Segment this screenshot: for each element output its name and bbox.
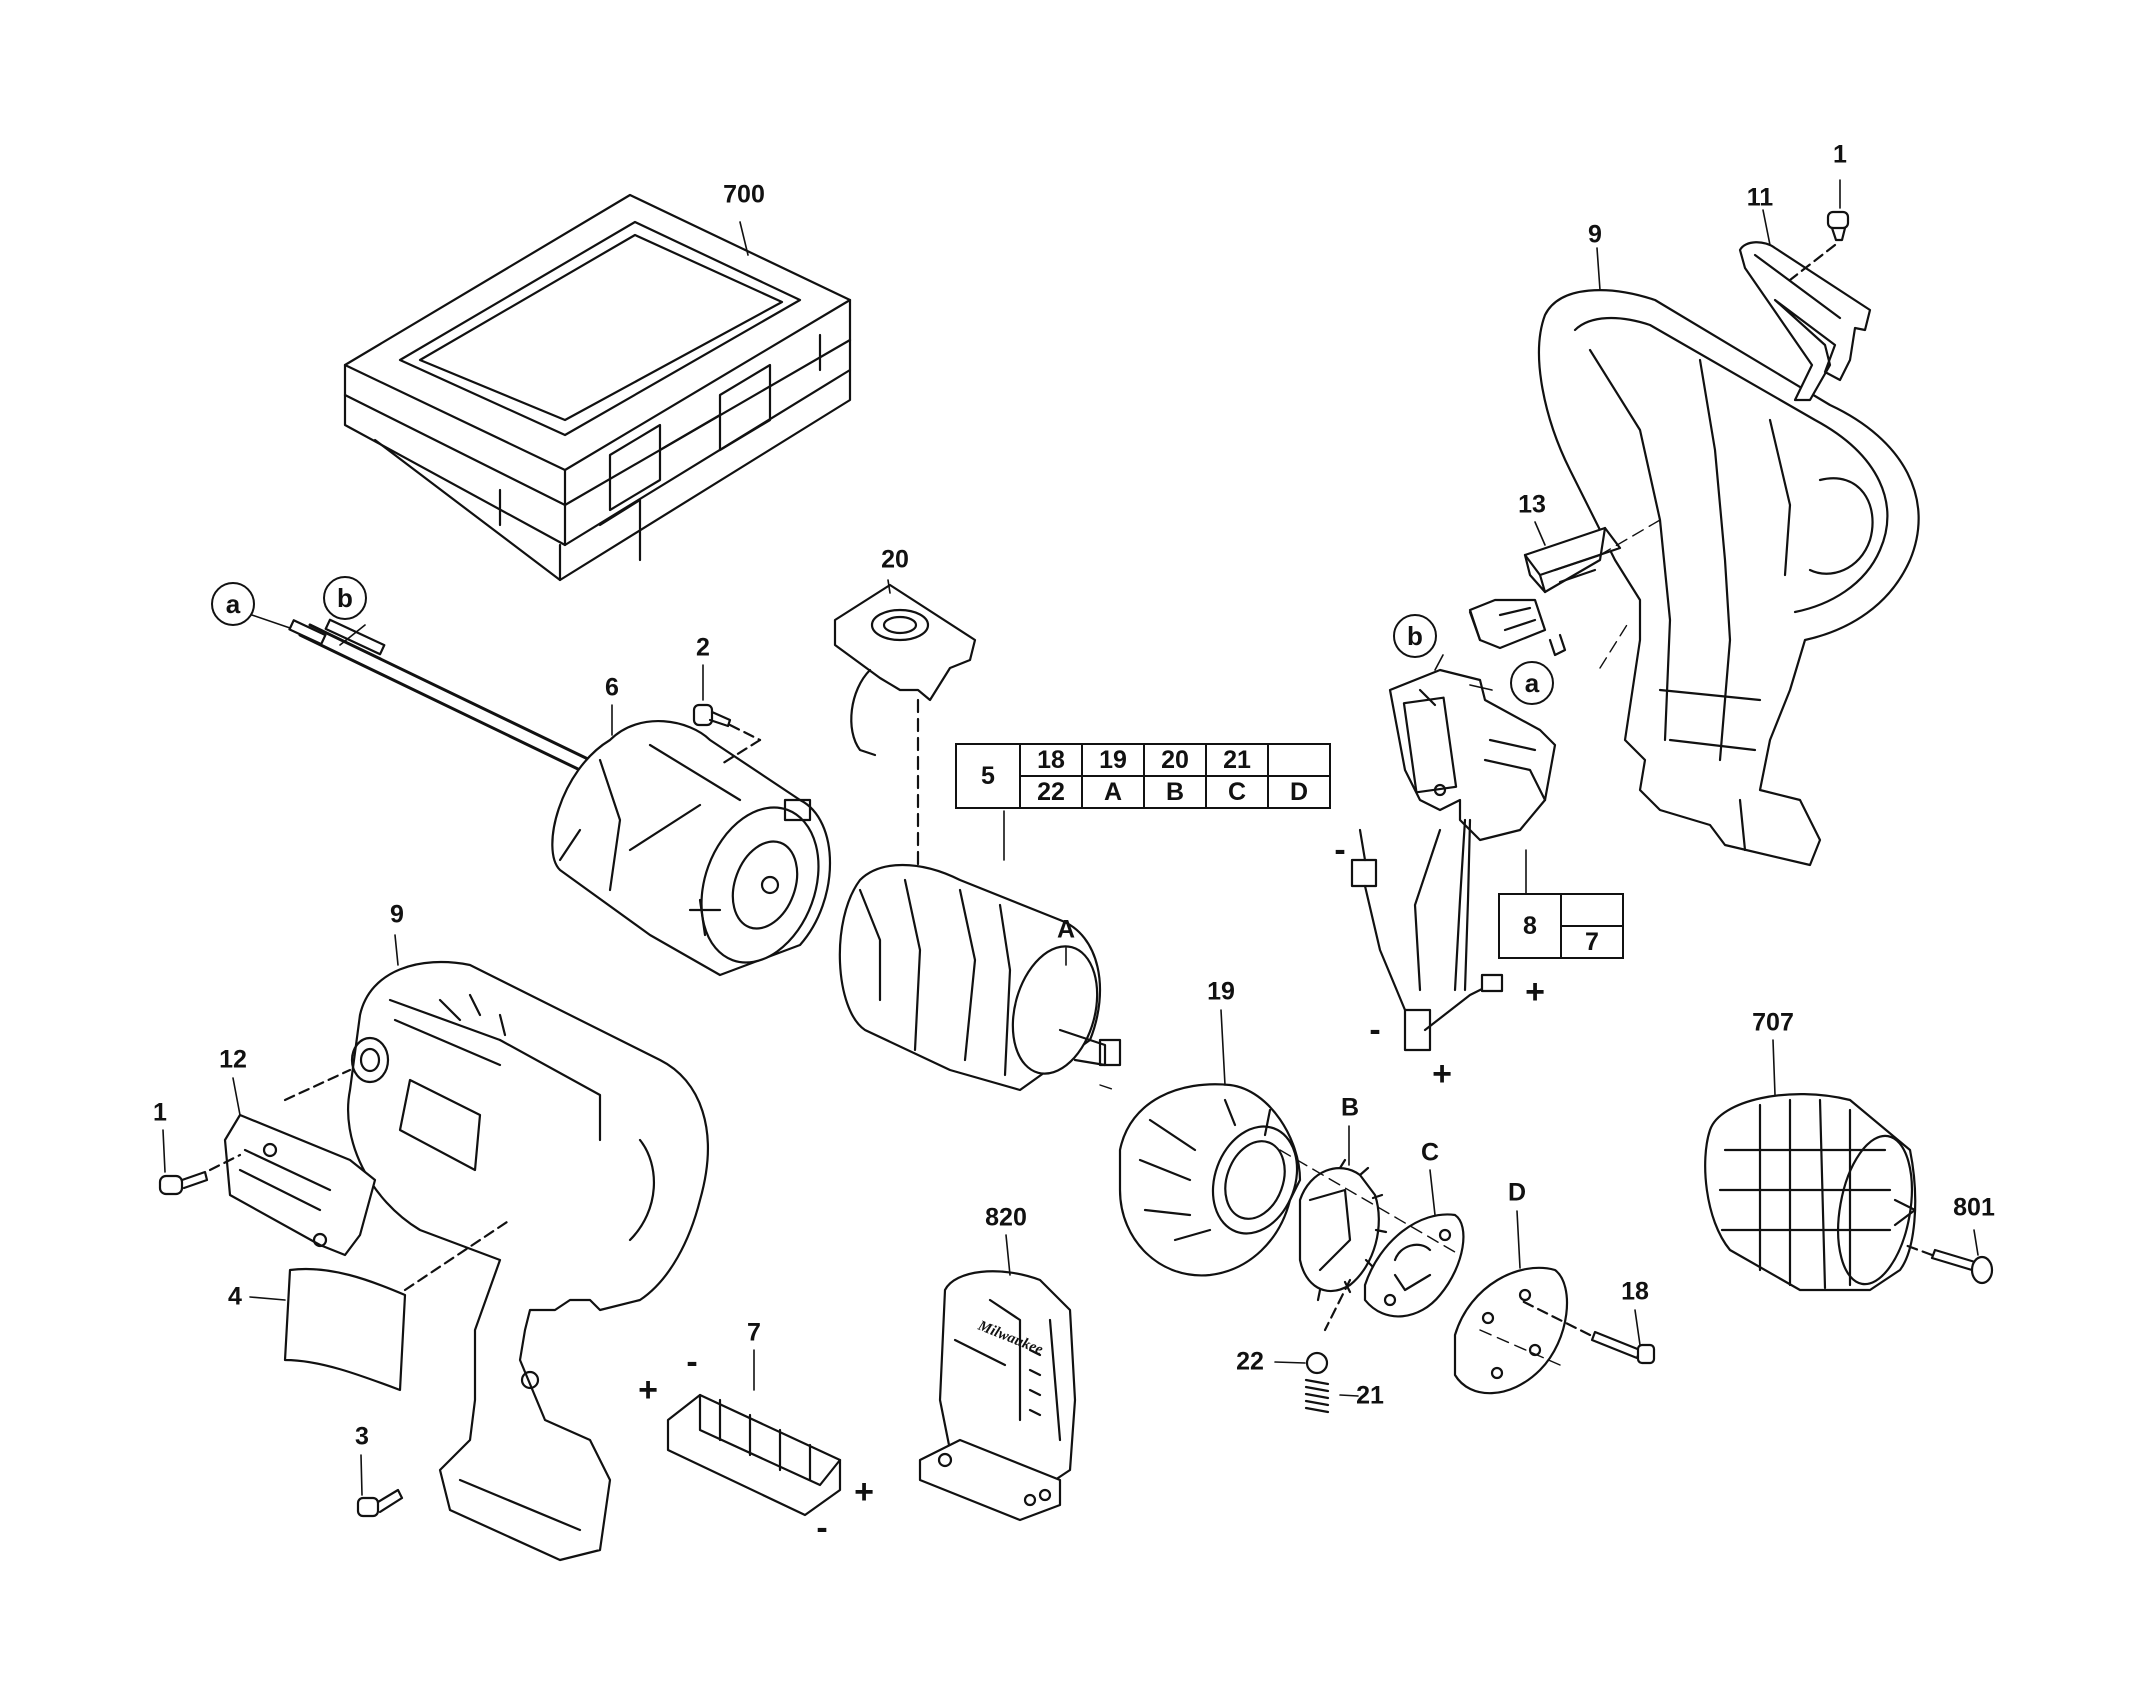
- kit-table-main: 5: [955, 743, 1021, 809]
- kit-cell: D: [1267, 775, 1331, 809]
- motor-leads: [288, 618, 592, 772]
- kit-table-5: 5 18 19 20 21 22 A B C D: [955, 743, 1331, 809]
- screw-3: [356, 1488, 404, 1518]
- label-plate-4: [283, 1218, 512, 1392]
- kit-cell: A: [1081, 775, 1145, 809]
- callout-C: C: [1420, 1138, 1440, 1167]
- kit-cell: 20: [1143, 743, 1207, 777]
- callout-1-top: 1: [1833, 140, 1847, 169]
- ball-22: [1305, 1351, 1329, 1375]
- callout-7: 7: [747, 1318, 761, 1347]
- callout-2: 2: [696, 633, 710, 662]
- callout-B: B: [1340, 1093, 1360, 1122]
- kit-cell: [1267, 743, 1331, 777]
- carrying-case-700: [343, 193, 852, 582]
- callout-11: 11: [1746, 183, 1774, 212]
- screw-801: [1903, 1243, 1994, 1285]
- polarity-minus-contacts: -: [816, 1509, 828, 1547]
- callout-4: 4: [228, 1282, 242, 1311]
- side-cover-12: [223, 1068, 377, 1257]
- callout-820: 820: [985, 1203, 1027, 1232]
- kit-cell: B: [1143, 775, 1207, 809]
- callout-A: A: [1056, 915, 1076, 944]
- callout-9-top: 9: [1588, 220, 1602, 249]
- polarity-plus-left: +: [638, 1371, 658, 1409]
- chuck-707: [1704, 1093, 1917, 1292]
- callout-801: 801: [1953, 1193, 1995, 1222]
- housing-half-left-9: [347, 961, 709, 1562]
- callout-12: 12: [219, 1045, 247, 1074]
- callout-21: 21: [1356, 1381, 1384, 1410]
- kit-cell: C: [1205, 775, 1269, 809]
- polarity-plus-bottom: +: [1432, 1055, 1452, 1093]
- accessory-820: [918, 1270, 1077, 1522]
- trigger-switch-8: [1350, 668, 1557, 1052]
- sensor-board-20: [833, 583, 977, 902]
- switch-table-8: 8 7: [1498, 893, 1624, 959]
- gear-ring-19: [1118, 1083, 1302, 1277]
- switch-table-main: 8: [1498, 893, 1562, 959]
- polarity-plus-right: +: [1525, 973, 1545, 1011]
- leader-lines: [162, 179, 1979, 1496]
- battery-latch-13: [1468, 526, 1622, 657]
- callout-700: 700: [723, 180, 765, 209]
- callout-D: D: [1507, 1178, 1527, 1207]
- screw-18: [1518, 1298, 1656, 1365]
- wire-label-b-switch: b: [1393, 614, 1437, 658]
- switch-cell: [1560, 893, 1624, 927]
- callout-19: 19: [1207, 977, 1235, 1006]
- kit-cell: 21: [1205, 743, 1269, 777]
- callout-13: 13: [1518, 490, 1546, 519]
- assembly-lines: [1099, 519, 1661, 1366]
- screw-1-top: [1788, 210, 1850, 282]
- callout-20: 20: [881, 545, 909, 574]
- wire-label-b-left: b: [323, 576, 367, 620]
- callout-22: 22: [1236, 1347, 1264, 1376]
- callout-18: 18: [1621, 1277, 1649, 1306]
- switch-cell: 7: [1560, 925, 1624, 959]
- polarity-minus-top: -: [1334, 831, 1346, 869]
- wire-label-a-left: a: [211, 582, 255, 626]
- kit-cell: 19: [1081, 743, 1145, 777]
- belt-clip-11: [1738, 241, 1872, 402]
- callout-3: 3: [355, 1422, 369, 1451]
- clutch-plate-C: [1363, 1213, 1465, 1318]
- polarity-minus-bottom: -: [1369, 1011, 1381, 1049]
- callout-9-left: 9: [390, 900, 404, 929]
- housing-half-right-9: [1537, 289, 1920, 867]
- callout-707: 707: [1752, 1008, 1794, 1037]
- callout-6: 6: [605, 673, 619, 702]
- gearbox-5: [838, 864, 1122, 1092]
- spring-21: [1304, 1378, 1330, 1414]
- kit-cell: 22: [1019, 775, 1083, 809]
- clutch-plate-D: [1453, 1266, 1569, 1395]
- screw-2: [692, 703, 762, 767]
- polarity-minus-left: -: [686, 1343, 698, 1381]
- wire-label-a-switch: a: [1510, 661, 1554, 705]
- callout-1-left: 1: [153, 1098, 167, 1127]
- screw-1-left: [158, 1153, 242, 1196]
- kit-cell: 18: [1019, 743, 1083, 777]
- motor-6: [551, 720, 832, 977]
- polarity-plus-contacts: +: [854, 1473, 874, 1511]
- battery-terminal-7: [666, 1393, 842, 1517]
- clutch-ring-B: [1298, 1158, 1388, 1332]
